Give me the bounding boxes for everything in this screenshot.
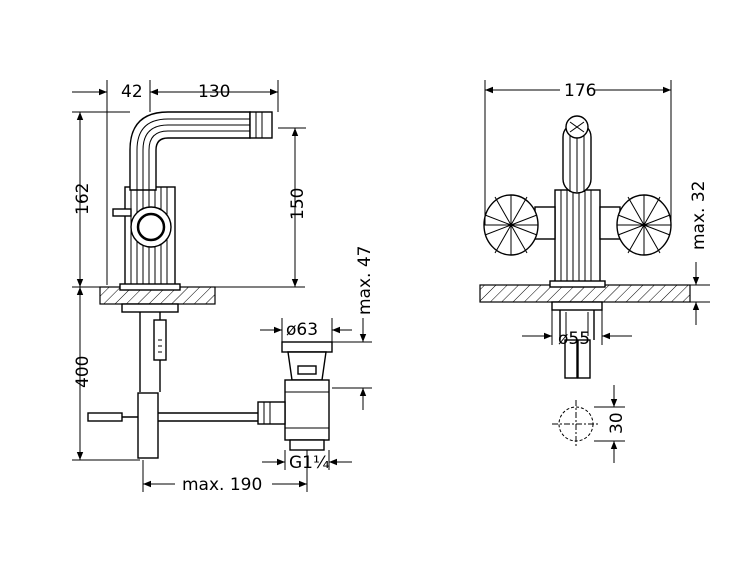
side-aerator bbox=[249, 111, 273, 139]
dim-hole-diameter: ø55 bbox=[558, 329, 590, 349]
drain-tailpiece bbox=[289, 439, 325, 451]
front-view: 176 max. 32 ø55 30 bbox=[479, 80, 710, 463]
dim-spout-height: 150 bbox=[288, 188, 308, 220]
front-mount-nut bbox=[551, 301, 603, 311]
drain-flange bbox=[281, 341, 333, 353]
side-view: 42 130 162 150 max. 47 ø63 400 G1¼ max. … bbox=[72, 80, 375, 495]
side-base-flange bbox=[119, 283, 181, 291]
front-faucet-body bbox=[554, 189, 601, 286]
front-base-flange bbox=[549, 280, 606, 288]
drain-body bbox=[284, 379, 330, 441]
dim-thread: G1¼ bbox=[289, 453, 329, 473]
dim-max-deck-side: max. 47 bbox=[355, 246, 375, 315]
front-knob-left bbox=[483, 194, 539, 256]
front-knob-right bbox=[616, 194, 672, 256]
dim-drain-diameter: ø63 bbox=[286, 320, 318, 340]
dim-max-reach: max. 190 bbox=[182, 475, 262, 495]
front-body-fluting bbox=[560, 190, 592, 283]
dim-max-deck-front: max. 32 bbox=[689, 181, 709, 250]
side-dimension-lines bbox=[72, 80, 372, 492]
drain-connector bbox=[257, 401, 286, 425]
side-spout-fluting bbox=[136, 118, 250, 190]
front-dimension-lines bbox=[484, 80, 710, 463]
dim-width: 176 bbox=[564, 81, 596, 101]
dim-spout-reach: 130 bbox=[198, 82, 230, 102]
side-lift-rod bbox=[137, 392, 159, 459]
dim-spout-offset: 42 bbox=[121, 82, 143, 102]
side-mount-nut bbox=[121, 303, 179, 313]
dim-below-deck: 400 bbox=[73, 356, 93, 388]
dim-overall-height: 162 bbox=[73, 183, 93, 215]
dim-hole-position: 30 bbox=[607, 412, 627, 434]
side-lever bbox=[112, 208, 132, 217]
